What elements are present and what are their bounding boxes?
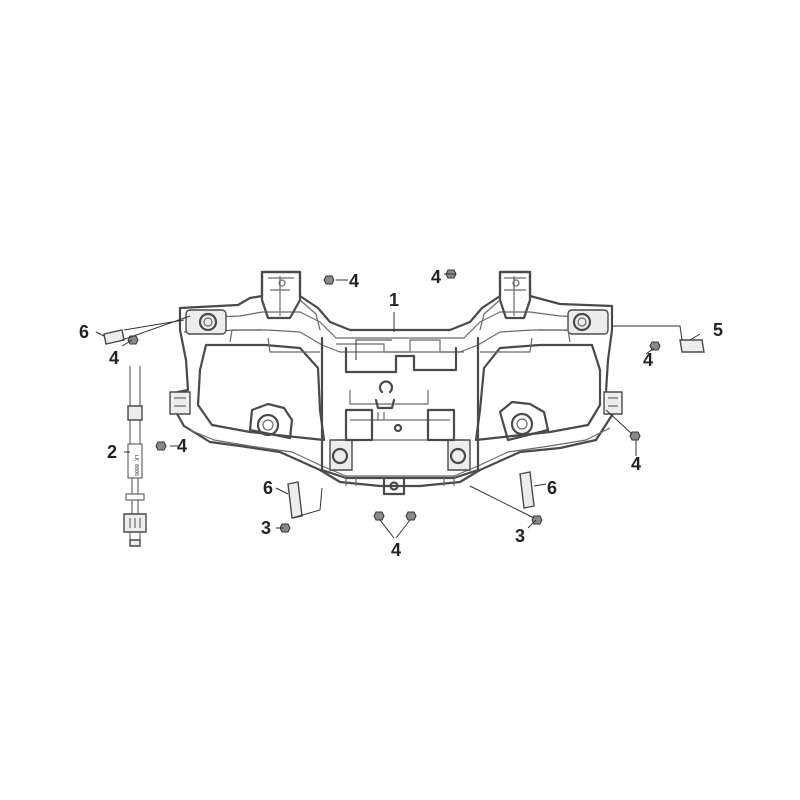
- callout-6-left-pad: 6: [79, 322, 89, 342]
- callout-4-top-left: 4: [349, 271, 359, 291]
- wire-harness: LK 0806: [123, 366, 147, 547]
- callout-4-right-pad: 4: [643, 350, 653, 370]
- leader-lines: [95, 273, 701, 539]
- callout-2: 2: [107, 442, 117, 462]
- callout-4-bottom: 4: [391, 540, 401, 560]
- front-frame: [169, 270, 623, 496]
- callout-labels: 1 2 3 3 4 4 4 4 4 4 4 5 6 6 6: [79, 267, 723, 560]
- callout-6-left-lower: 6: [263, 478, 273, 498]
- callout-3-right: 3: [515, 526, 525, 546]
- callout-1: 1: [389, 290, 399, 310]
- callout-4-top-right: 4: [431, 267, 441, 287]
- callout-5: 5: [713, 320, 723, 340]
- callout-4-left-pad: 4: [109, 348, 119, 368]
- callout-6-right-lower: 6: [547, 478, 557, 498]
- callout-4-left-side: 4: [177, 436, 187, 456]
- hardware-parts: [103, 269, 705, 533]
- callout-3-left: 3: [261, 518, 271, 538]
- svg-text:LK 0806: LK 0806: [133, 455, 139, 476]
- callout-4-right-side: 4: [631, 454, 641, 474]
